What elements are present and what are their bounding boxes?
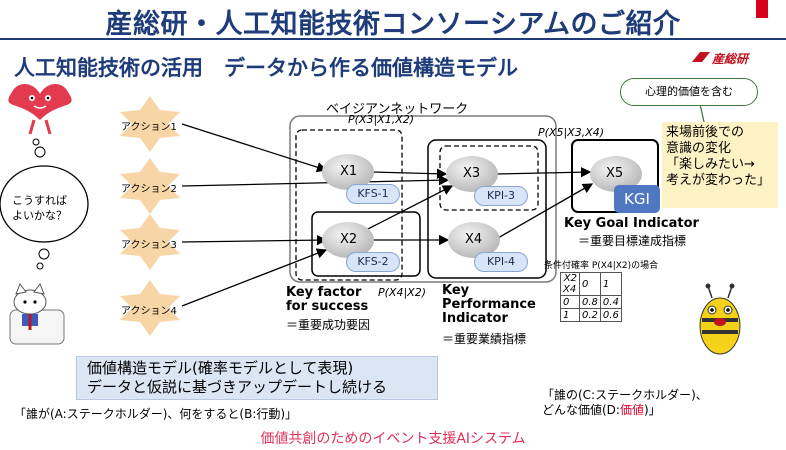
node-x4-label: X4 [465,232,483,247]
prob-x4-label: P(X4|X2) [378,286,426,299]
network-frame [289,115,557,283]
action-star-3 [120,214,180,270]
network-label: ベイジアンネットワーク [326,102,469,117]
prob-x3-label: P(X3|X1,X2) [348,113,415,126]
cond-header-axis: X2 X4 [560,272,580,296]
action-star-1 [120,96,180,152]
cond-col-0: 0 [579,272,601,296]
whose-value-line-2: どんな価値(D:価値)」 [542,403,708,418]
bee-character-icon [699,283,741,355]
cond-cell: 0.6 [599,308,622,322]
prob-x5-label: P(X5|X3,X4) [538,126,605,139]
kfs1-pill: KFS-1 [346,184,400,204]
whose-value-suffix: )」 [643,403,661,417]
note-line-1: 来場前後での [666,125,745,140]
x1-group-box [295,129,403,281]
kf-line-1: Key factor [286,285,362,300]
cat-character-icon [9,282,65,345]
kgi-subtitle: ＝重要目標達成指標 [578,234,687,248]
node-x3 [446,156,498,192]
node-x4 [448,222,500,258]
cond-header-x2: X2 [563,273,577,284]
kpi-subtitle: ＝重要業績指標 [442,332,527,346]
kpi4-pill: KPI-4 [474,252,528,272]
kpi-line-1: Key [442,283,470,298]
aist-logo-text: 産総研 [712,52,749,66]
whose-value-prefix: どんな価値(D: [542,403,620,417]
value-model-box: 価値構造モデル(確率モデルとして表現) データと仮説に基づきアップデートし続ける [76,356,438,400]
note-line-4: 考えが変わった」 [666,173,771,188]
action-1-label: アクション1 [121,122,177,133]
kpi-line-2: Performance [442,297,536,312]
page-title: 産総研・人工知能技術コンソーシアムのご紹介 [105,9,681,40]
value-model-line-1: 価値構造モデル(確率モデルとして表現) [87,359,354,377]
kf-line-2: for success [286,299,369,314]
kpi-title: Key Performance Indicator [442,284,536,326]
node-x1 [322,154,374,190]
whose-value-text: 「誰の(C:ステークホルダー)、 どんな価値(D:価値)」 [542,388,708,418]
cond-cell: 0.8 [579,295,601,309]
cond-prob-table: X2 X4 0 1 0 0.8 0.4 1 0.2 0.6 [560,272,622,322]
cond-cell: 0.4 [599,295,622,309]
kpi-line-3: Indicator [442,311,508,326]
kf-subtitle: ＝重要成功要因 [286,318,371,332]
page-subtitle: 人工知能技術の活用 データから作る価値構造モデル [14,56,518,80]
footer-caption: 価値共創のためのイベント支援AIシステム [260,431,526,447]
node-x2 [322,222,374,258]
note-line-2: 意識の変化 [666,141,732,156]
cond-table-title: 条件付確率 P(X4|X2)の場合 [544,261,659,271]
cond-header-x4: X4 [563,284,577,295]
whose-value-highlight: 価値 [619,403,644,417]
node-x3-label: X3 [463,166,481,181]
cond-col-1: 1 [599,272,622,296]
kpi3-pill: KPI-3 [474,186,528,206]
corner-mark [756,0,768,18]
mindset-change-note: 来場前後での 意識の変化 「楽しみたい→ 考えが変わった」 [662,122,778,208]
action-star-2 [120,158,180,214]
node-x2-label: X2 [340,232,358,247]
kgi-title: Key Goal Indicator [564,216,699,231]
kfs2-pill: KFS-2 [346,252,400,272]
kgi-box: KGI [614,185,660,213]
aist-logo-icon [692,52,710,62]
action-4-label: アクション4 [121,306,177,317]
cond-row-1-label: 1 [560,308,580,322]
whose-value-line-1: 「誰の(C:ステークホルダー)、 [542,388,708,402]
kf-title: Key factor for success [286,286,368,314]
psych-value-bubble: 心理的価値を含む [620,78,758,106]
thought-line-1: こうすれば [12,194,67,207]
thought-line-2: よいかな？ [12,209,67,222]
node-x5 [590,156,642,192]
node-x5-label: X5 [606,166,624,181]
title-underline [0,38,786,40]
note-line-3: 「楽しみたい→ [666,157,755,172]
action-3-label: アクション3 [121,240,177,251]
kpi-group-box [427,139,547,279]
x2-group-box [311,211,421,277]
action-2-label: アクション2 [121,184,177,195]
value-model-line-2: データと仮説に基づきアップデートし続ける [87,378,388,396]
node-x1-label: X1 [340,164,358,179]
thought-text: こうすれば よいかな？ [12,193,67,223]
thought-cloud-icon [0,138,89,270]
x3-group-box [439,145,539,211]
who-action-text: 「誰が(A:ステークホルダー)、何をすると(B:行動)」 [14,407,298,421]
cond-cell: 0.2 [579,308,601,322]
action-star-4 [120,280,180,336]
cond-row-0-label: 0 [560,295,580,309]
heart-character-icon [8,83,72,135]
